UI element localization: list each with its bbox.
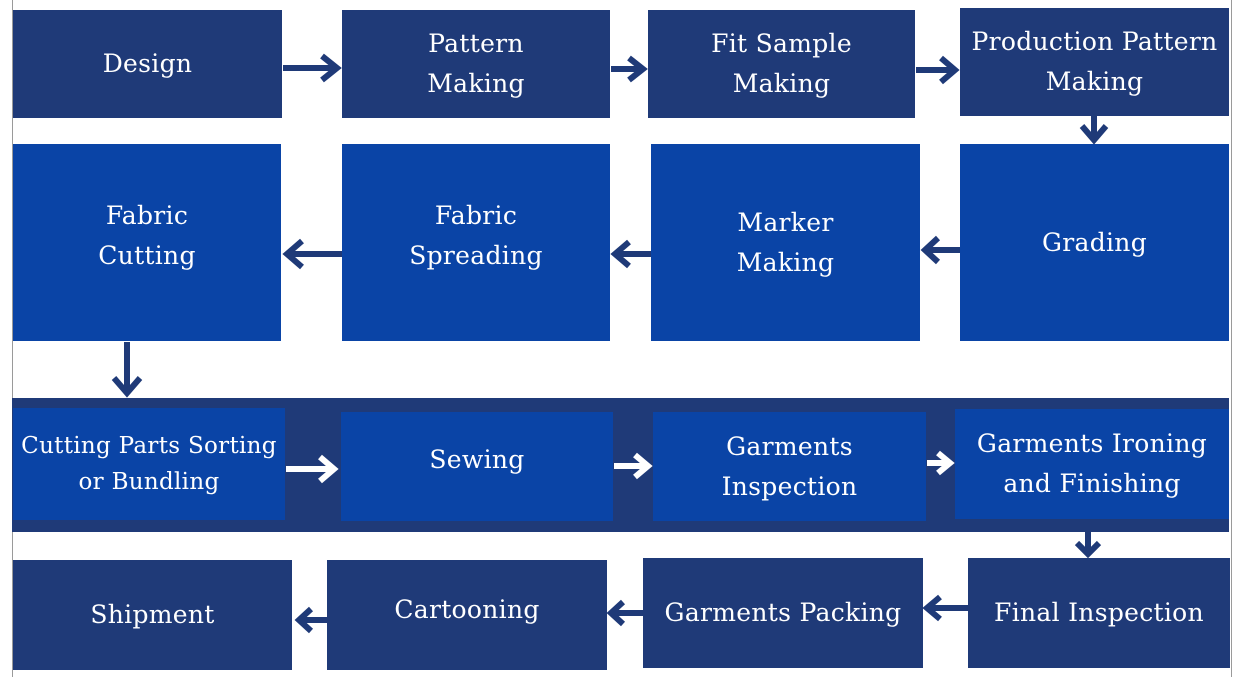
- step-cartooning: Cartooning: [327, 560, 607, 670]
- arrow-left-icon: [282, 238, 342, 270]
- arrow-left-icon: [294, 606, 327, 634]
- step-garments-ironing-label: Garments Ironing and Finishing: [976, 429, 1208, 498]
- step-production-pattern-making: Production Pattern Making: [960, 8, 1229, 116]
- arrow-down-icon: [1074, 532, 1102, 559]
- step-shipment-label: Shipment: [90, 600, 215, 629]
- arrow-left-icon: [606, 599, 643, 627]
- step-pattern-making-label: Pattern Making: [427, 29, 525, 98]
- step-fit-sample-making: Fit Sample Making: [648, 10, 915, 118]
- arrow-left-icon: [610, 239, 651, 269]
- step-design-label: Design: [102, 49, 193, 78]
- arrow-right-icon: [283, 53, 342, 83]
- step-final-inspection-label: Final Inspection: [994, 598, 1204, 627]
- right-border: [1231, 0, 1232, 677]
- step-sewing: Sewing: [341, 412, 613, 521]
- step-marker-making: Marker Making: [651, 144, 920, 341]
- step-garments-packing-label: Garments Packing: [664, 598, 902, 627]
- step-fabric-spreading: Fabric Spreading: [342, 144, 610, 341]
- arrow-down-icon: [111, 342, 143, 398]
- arrow-down-icon: [1079, 116, 1109, 145]
- arrow-right-icon: [614, 452, 653, 480]
- arrow-right-icon: [611, 55, 648, 83]
- step-grading-label: Grading: [1041, 227, 1148, 257]
- step-cartooning-label: Cartooning: [394, 595, 540, 624]
- step-garments-ironing: Garments Ironing and Finishing: [955, 409, 1229, 519]
- step-fabric-cutting-label: Fabric Cutting: [98, 201, 196, 270]
- arrow-right-icon: [286, 454, 339, 484]
- step-production-pattern-making-label: Production Pattern Making: [971, 27, 1218, 96]
- left-border: [12, 0, 13, 677]
- step-garments-inspection: Garments Inspection: [653, 412, 926, 521]
- step-cutting-parts-sorting: Cutting Parts Sorting or Bundling: [13, 408, 285, 520]
- step-marker-making-label: Marker Making: [736, 207, 835, 277]
- step-garments-inspection-label: Garments Inspection: [721, 431, 858, 501]
- step-final-inspection: Final Inspection: [968, 558, 1230, 668]
- step-fabric-cutting: Fabric Cutting: [13, 144, 281, 341]
- step-design: Design: [13, 10, 282, 118]
- step-pattern-making: Pattern Making: [342, 10, 610, 118]
- arrow-right-icon: [927, 450, 955, 476]
- arrow-left-icon: [920, 235, 960, 265]
- step-sewing-label: Sewing: [429, 445, 525, 474]
- step-shipment: Shipment: [13, 560, 292, 670]
- step-cutting-parts-sorting-label: Cutting Parts Sorting or Bundling: [21, 433, 277, 495]
- step-fit-sample-making-label: Fit Sample Making: [711, 29, 852, 98]
- step-fabric-spreading-label: Fabric Spreading: [409, 201, 543, 270]
- step-grading: Grading: [960, 144, 1229, 341]
- arrow-right-icon: [916, 55, 960, 85]
- arrow-left-icon: [922, 594, 968, 622]
- step-garments-packing: Garments Packing: [643, 558, 923, 668]
